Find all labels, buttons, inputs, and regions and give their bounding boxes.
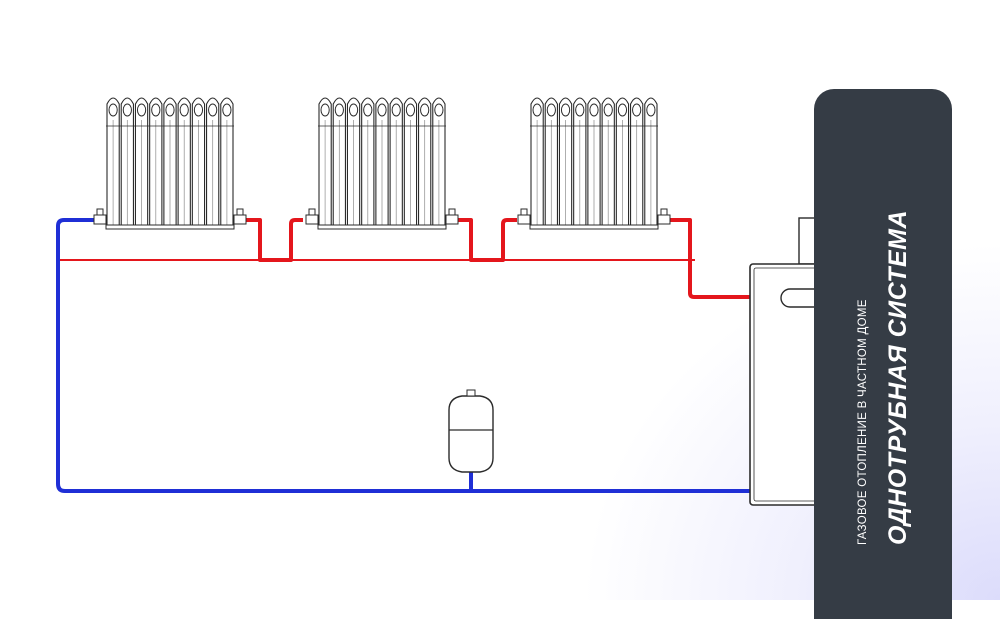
valve-icon	[657, 208, 671, 225]
radiator-base	[529, 224, 659, 230]
radiator-section-top	[122, 103, 132, 117]
radiator-section-top	[165, 103, 175, 117]
radiator-icon	[93, 97, 247, 230]
return-pipe	[56, 218, 754, 493]
radiator-section-top	[108, 103, 118, 117]
supply-loop-pipe-2	[453, 218, 517, 262]
expansion-tank-icon	[448, 389, 494, 473]
valve-body	[305, 214, 319, 225]
valve-body	[233, 214, 247, 225]
valve-body	[445, 214, 459, 225]
radiator-section-top	[434, 103, 444, 117]
diagram-subtitle: ГАЗОВОЕ ОТОПЛЕНИЕ В ЧАСТНОМ ДОМЕ	[857, 299, 869, 545]
title-panel	[814, 89, 952, 619]
radiator-section-top	[391, 103, 401, 117]
radiator-section-top	[377, 103, 387, 117]
radiator-section-top	[646, 103, 656, 117]
supply-loop-pipe-1	[240, 218, 303, 262]
radiator-section-top	[193, 103, 204, 117]
radiators	[93, 97, 671, 230]
tank-valve	[466, 389, 476, 397]
radiator-section-top	[320, 103, 330, 117]
radiator-section-top	[222, 103, 232, 117]
radiator-base	[105, 224, 235, 230]
diagram-title: ОДНОТРУБНАЯ СИСТЕМА	[884, 209, 912, 545]
valve-body	[657, 214, 671, 225]
radiator-section-top	[334, 103, 344, 117]
valve-icon	[305, 208, 319, 225]
valve-body	[517, 214, 531, 225]
radiator-section-top	[532, 103, 542, 117]
radiator-section-top	[617, 103, 628, 117]
radiator-section-top	[560, 103, 571, 117]
radiator-section-top	[151, 103, 161, 117]
radiator-section-top	[603, 103, 613, 117]
radiator-section-top	[208, 103, 218, 117]
radiator-icon	[305, 97, 459, 230]
radiator-section-top	[136, 103, 147, 117]
heating-diagram	[56, 97, 879, 506]
supply-loop-pipe-3	[664, 218, 752, 299]
valve-icon	[445, 208, 459, 225]
valve-cap	[660, 208, 668, 216]
valve-body	[93, 214, 107, 225]
valve-icon	[233, 208, 247, 225]
valve-icon	[517, 208, 531, 225]
tank-body	[448, 395, 494, 473]
radiator-section-top	[589, 103, 599, 117]
radiator-section-top	[546, 103, 556, 117]
valve-cap	[308, 208, 316, 216]
radiator-section-top	[348, 103, 359, 117]
radiator-section-top	[632, 103, 642, 117]
radiator-section-top	[405, 103, 416, 117]
valve-icon	[93, 208, 107, 225]
radiator-section-top	[179, 103, 189, 117]
radiator-base	[317, 224, 447, 230]
radiator-section-top	[363, 103, 373, 117]
valve-cap	[520, 208, 528, 216]
radiator-section-top	[420, 103, 430, 117]
valve-cap	[96, 208, 104, 216]
pipes	[56, 218, 754, 493]
valve-cap	[448, 208, 456, 216]
valve-cap	[236, 208, 244, 216]
radiator-icon	[517, 97, 671, 230]
radiator-section-top	[575, 103, 585, 117]
